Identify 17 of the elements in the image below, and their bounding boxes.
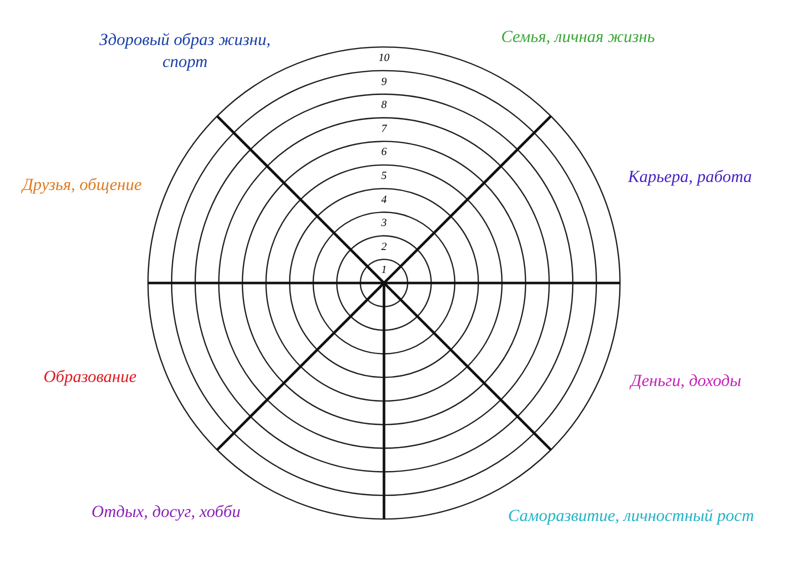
category-label: Саморазвитие, личностный рост: [508, 505, 754, 527]
scale-number: 5: [380, 170, 388, 182]
category-label: Карьера, работа: [628, 166, 752, 188]
category-label: Здоровый образ жизни, спорт: [98, 29, 272, 73]
category-label: Друзья, общение: [22, 174, 142, 196]
scale-number: 9: [380, 76, 388, 88]
scale-number: 4: [380, 194, 388, 206]
scale-number: 3: [380, 217, 388, 230]
scale-number: 7: [380, 122, 388, 135]
scale-number: 10: [378, 52, 390, 64]
category-label: Образование: [44, 366, 136, 388]
category-label: Семья, личная жизнь: [501, 26, 655, 48]
scale-number: 8: [380, 99, 388, 112]
category-label: Отдых, досуг, хобби: [92, 501, 240, 523]
scale-number: 6: [380, 146, 388, 158]
category-label: Деньги, доходы: [630, 370, 742, 392]
scale-number: 2: [380, 240, 388, 253]
